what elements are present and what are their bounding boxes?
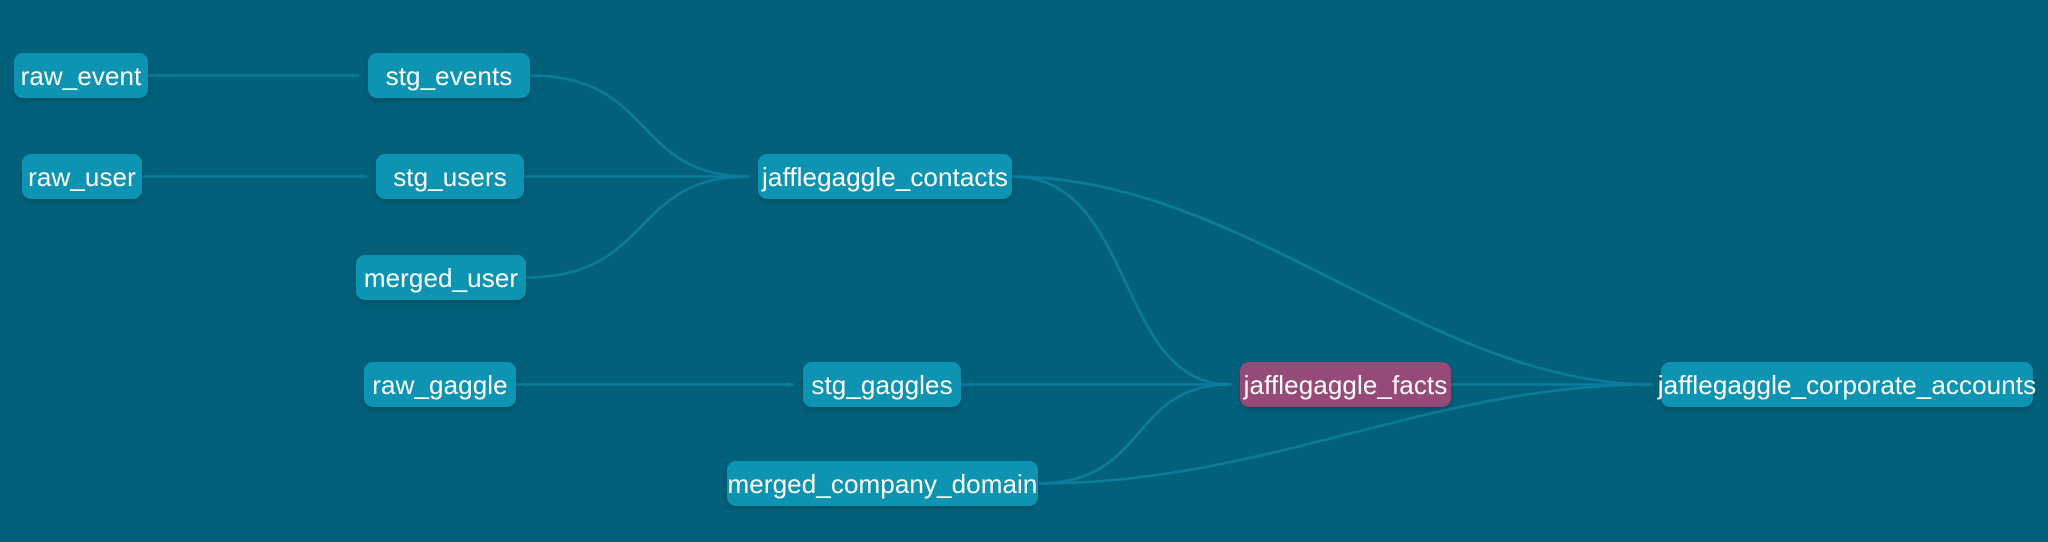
graph-node-label: raw_event: [20, 60, 142, 91]
graph-node-label: jafflegaggle_contacts: [762, 161, 1008, 192]
graph-node-jafflegaggle_facts[interactable]: jafflegaggle_facts: [1240, 362, 1451, 407]
graph-node-label: jafflegaggle_corporate_accounts: [1657, 369, 2037, 400]
graph-node-stg_gaggles[interactable]: stg_gaggles: [803, 362, 961, 407]
graph-node-merged_user[interactable]: merged_user: [356, 255, 526, 300]
graph-node-label: jafflegaggle_facts: [1243, 369, 1448, 400]
graph-node-label: stg_events: [385, 60, 513, 91]
graph-node-merged_company_domain[interactable]: merged_company_domain: [727, 461, 1038, 506]
graph-node-label: raw_user: [28, 161, 136, 192]
graph-node-jafflegaggle_contacts[interactable]: jafflegaggle_contacts: [758, 154, 1012, 199]
graph-node-jafflegaggle_corporate_accounts[interactable]: jafflegaggle_corporate_accounts: [1657, 362, 2037, 407]
graph-node-label: stg_gaggles: [811, 369, 953, 400]
graph-node-raw_event[interactable]: raw_event: [14, 53, 148, 98]
graph-node-raw_user[interactable]: raw_user: [22, 154, 142, 199]
graph-node-stg_events[interactable]: stg_events: [368, 53, 530, 98]
graph-node-stg_users[interactable]: stg_users: [376, 154, 524, 199]
graph-node-label: merged_user: [363, 262, 519, 293]
graph-node-label: raw_gaggle: [372, 369, 508, 400]
graph-node-label: merged_company_domain: [727, 468, 1038, 499]
graph-node-raw_gaggle[interactable]: raw_gaggle: [364, 362, 516, 407]
graph-node-label: stg_users: [393, 161, 507, 192]
